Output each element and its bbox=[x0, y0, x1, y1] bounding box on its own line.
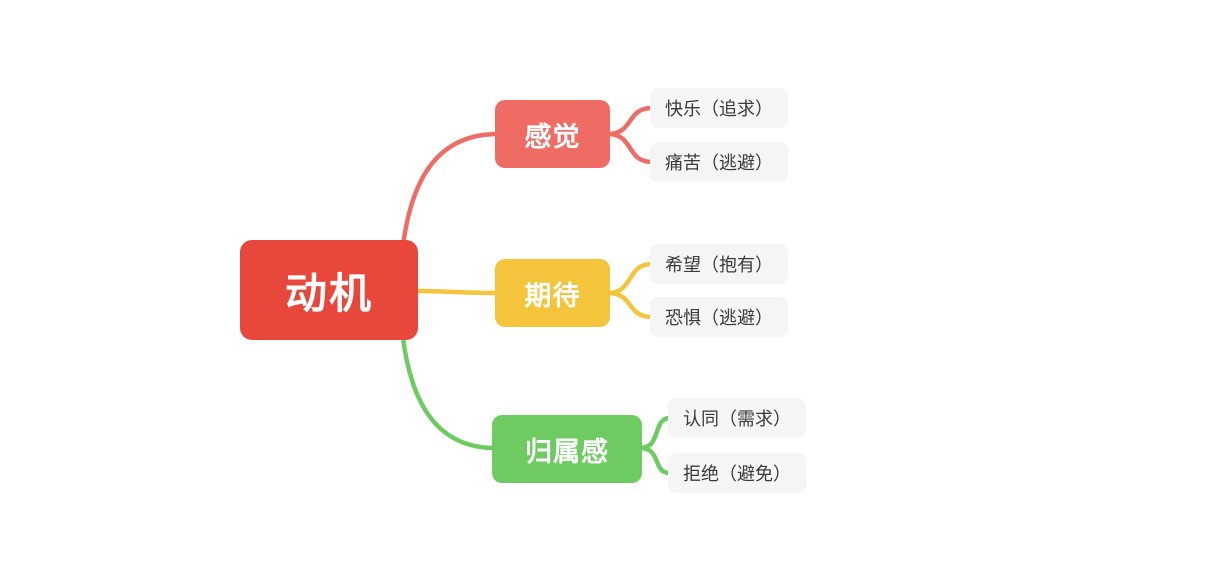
leaf-node-label: 拒绝（避免） bbox=[683, 464, 791, 484]
edge-feeling-to-leaf-1 bbox=[605, 105, 655, 137]
leaf-node-hope-hold[interactable]: 希望（抱有） bbox=[650, 244, 788, 284]
leaf-node-label: 恐惧（逃避） bbox=[665, 308, 773, 328]
leaf-node-rejection-avoid[interactable]: 拒绝（避免） bbox=[668, 453, 806, 493]
leaf-node-label: 认同（需求） bbox=[683, 409, 791, 429]
root-node-label: 动机 bbox=[284, 269, 373, 317]
leaf-node-identity-need[interactable]: 认同（需求） bbox=[668, 398, 806, 438]
root-node-motivation[interactable]: 动机 bbox=[240, 240, 418, 340]
leaf-node-label: 痛苦（逃避） bbox=[665, 153, 773, 173]
branch-node-label: 感觉 bbox=[524, 121, 581, 152]
edge-feeling-to-leaf-2 bbox=[605, 131, 655, 165]
branch-node-expectation[interactable]: 期待 bbox=[495, 259, 610, 327]
edge-root-to-feeling bbox=[400, 131, 501, 249]
edge-expect-to-leaf-2 bbox=[605, 290, 655, 320]
leaf-node-label: 希望（抱有） bbox=[665, 255, 773, 275]
branch-node-belonging[interactable]: 归属感 bbox=[492, 415, 642, 483]
leaf-node-fear-avoid[interactable]: 恐惧（逃避） bbox=[650, 297, 788, 337]
edge-root-to-expect bbox=[413, 288, 500, 296]
branch-node-label: 归属感 bbox=[525, 436, 609, 467]
edge-expect-to-leaf-1 bbox=[605, 261, 655, 296]
edge-root-to-belonging bbox=[400, 335, 498, 451]
leaf-node-pain-avoid[interactable]: 痛苦（逃避） bbox=[650, 142, 788, 182]
edge-belonging-to-leaf-2 bbox=[637, 445, 673, 476]
edge-belonging-to-leaf-1 bbox=[637, 415, 673, 451]
leaf-node-happiness-pursue[interactable]: 快乐（追求） bbox=[650, 88, 788, 128]
leaf-node-label: 快乐（追求） bbox=[665, 99, 773, 119]
branch-node-label: 期待 bbox=[524, 280, 581, 311]
branch-node-feeling[interactable]: 感觉 bbox=[495, 100, 610, 168]
